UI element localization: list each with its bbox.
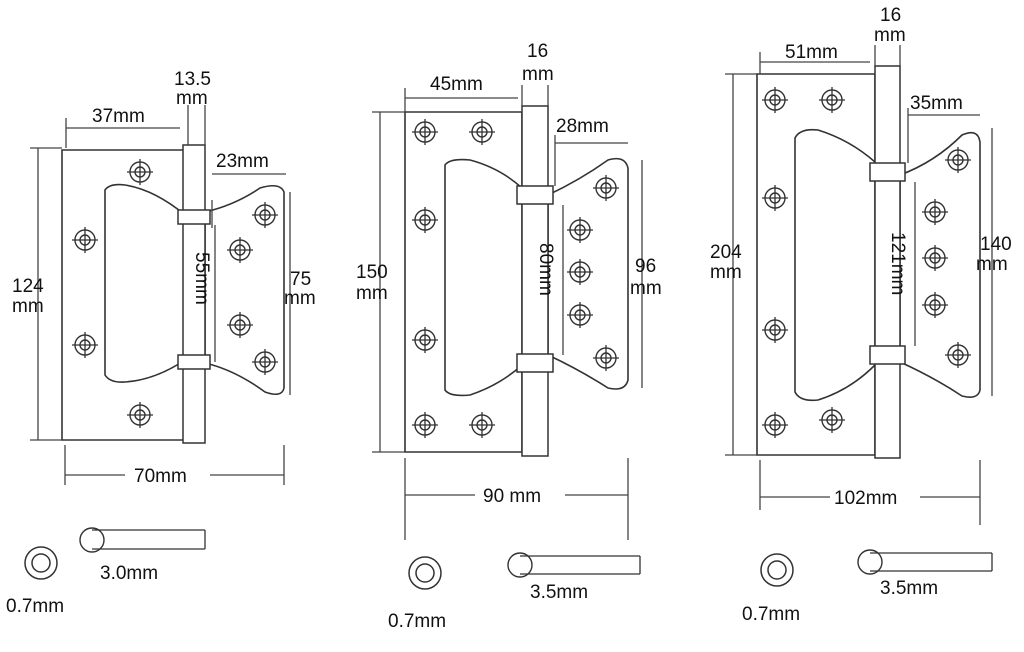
hinge-large-leaf-height-unit: mm xyxy=(976,254,1008,275)
hinge-small-profile-icon xyxy=(79,527,105,553)
hinge-large: 51mm 16 mm 35mm 204 mm 121mm 140 mm 102m… xyxy=(710,5,1012,625)
hinge-small-top-width: 37mm xyxy=(92,106,145,127)
hinge-small-plate-thickness: 3.0mm xyxy=(100,563,158,584)
hinge-large-profile-icon xyxy=(857,549,883,575)
hinge-small-cutout-height: 55mm xyxy=(191,252,212,305)
hinge-small-leaf-width: 23mm xyxy=(216,151,269,172)
hinge-medium-ring-thickness: 0.7mm xyxy=(388,611,446,632)
hinge-small-pin-diameter-value: 13.5 xyxy=(174,69,211,90)
hinge-medium-plate-thickness: 3.5mm xyxy=(530,582,588,603)
hinge-large-total-width: 102mm xyxy=(834,488,897,509)
hinge-medium-pin-diameter-value: 16 xyxy=(527,41,548,62)
hinge-small: 37mm 13.5 mm 23mm 124 mm 55mm 75 mm 70mm… xyxy=(6,69,316,617)
hinge-small-leaf-height-value: 75 xyxy=(290,269,311,290)
hinge-large-cutout-height: 121mm xyxy=(887,232,908,295)
hinge-small-cutout xyxy=(104,183,186,383)
hinge-large-pin xyxy=(874,65,901,459)
hinge-medium-pin xyxy=(521,105,549,457)
hinge-small-small-leaf xyxy=(204,184,285,396)
hinge-medium-leaf-height-value: 96 xyxy=(635,256,656,277)
hinge-small-pin-diameter-unit: mm xyxy=(176,88,208,109)
hinge-large-cutout xyxy=(794,128,876,402)
hinge-small-height-value: 124 xyxy=(12,276,44,297)
hinge-medium: 45mm 16 mm 28mm 150 mm 80mm 96 mm 90 mm … xyxy=(356,41,662,632)
hinge-large-height-unit: mm xyxy=(710,262,742,283)
hinge-small-ring-thickness: 0.7mm xyxy=(6,596,64,617)
hinge-medium-height-value: 150 xyxy=(356,262,388,283)
hinge-small-leaf-height-unit: mm xyxy=(284,288,316,309)
hinge-small-total-width: 70mm xyxy=(134,466,187,487)
hinge-large-leaf-width: 35mm xyxy=(910,93,963,114)
hinge-large-height-value: 204 xyxy=(710,242,742,263)
hinge-large-top-width: 51mm xyxy=(785,42,838,63)
hinge-medium-total-width: 90 mm xyxy=(483,486,541,507)
hinge-medium-top-width: 45mm xyxy=(430,74,483,95)
hinge-medium-profile-icon xyxy=(507,552,533,578)
hinge-large-plate-thickness: 3.5mm xyxy=(880,578,938,599)
hinge-large-leaf-height-value: 140 xyxy=(980,234,1012,255)
hinge-medium-pin-diameter-unit: mm xyxy=(522,64,554,85)
hinge-medium-cutout xyxy=(444,158,523,397)
hinge-medium-leaf-width: 28mm xyxy=(556,116,609,137)
hinge-medium-cutout-height: 80mm xyxy=(535,243,556,296)
hinge-large-ring-thickness: 0.7mm xyxy=(742,604,800,625)
hinge-large-pin-diameter-unit: mm xyxy=(874,25,906,46)
hinge-medium-height-unit: mm xyxy=(356,283,388,304)
hinge-small-height-unit: mm xyxy=(12,296,44,317)
hinge-medium-leaf-height-unit: mm xyxy=(630,278,662,299)
hinge-large-pin-diameter-value: 16 xyxy=(880,5,901,26)
